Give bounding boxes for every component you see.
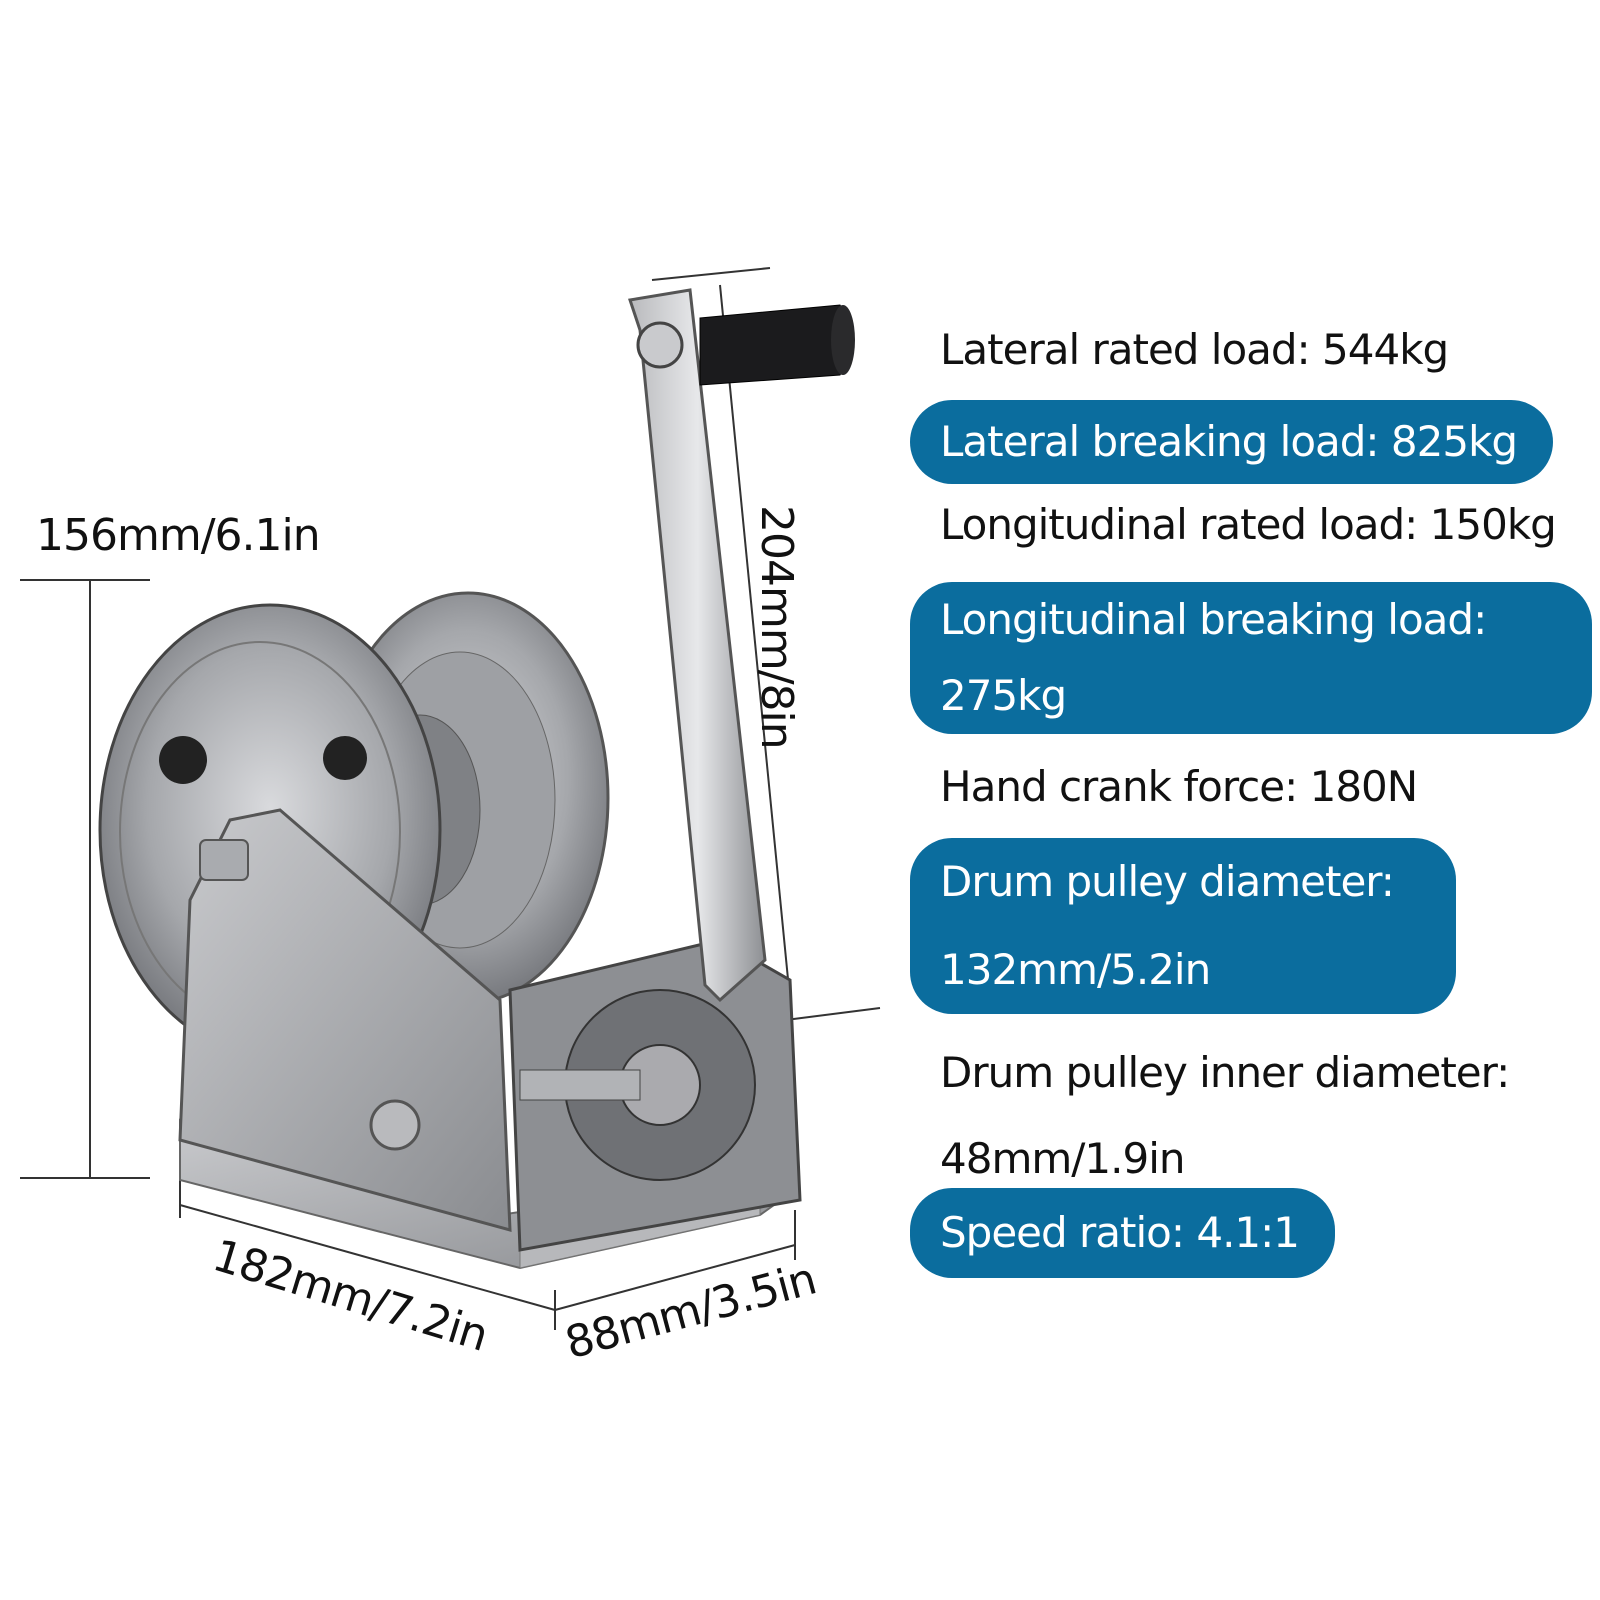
shaft <box>519 1069 641 1101</box>
bolt <box>369 1099 421 1151</box>
spec-line: Drum pulley diameter: <box>940 857 1395 906</box>
spec-longitudinal-rated-load: Longitudinal rated load: 150kg <box>940 500 1557 549</box>
spec-line: 132mm/5.2in <box>940 945 1211 994</box>
spec-line: Drum pulley inner diameter: <box>940 1048 1510 1097</box>
spec-drum-pulley-inner-diameter: Drum pulley inner diameter: 48mm/1.9in <box>940 1030 1510 1202</box>
spec-line: 48mm/1.9in <box>940 1134 1186 1183</box>
side-plate <box>178 808 512 1232</box>
spec-drum-pulley-diameter: Drum pulley diameter: 132mm/5.2in <box>910 838 1456 1014</box>
spec-speed-ratio: Speed ratio: 4.1:1 <box>910 1188 1336 1278</box>
crank-handle <box>699 304 851 386</box>
spec-longitudinal-breaking-load: Longitudinal breaking load: 275kg <box>910 582 1592 734</box>
crank-dimension-label: 204mm/8in <box>751 505 802 749</box>
spec-lateral-rated-load: Lateral rated load: 544kg <box>940 325 1449 374</box>
height-dimension-label: 156mm/6.1in <box>36 510 321 561</box>
spec-line: 275kg <box>940 671 1067 720</box>
nut <box>199 839 249 881</box>
spec-hand-crank-force: Hand crank force: 180N <box>940 762 1418 811</box>
spec-line: Longitudinal breaking load: <box>940 595 1487 644</box>
spec-lateral-breaking-load: Lateral breaking load: 825kg <box>910 400 1554 484</box>
crank-arm <box>628 288 767 1003</box>
